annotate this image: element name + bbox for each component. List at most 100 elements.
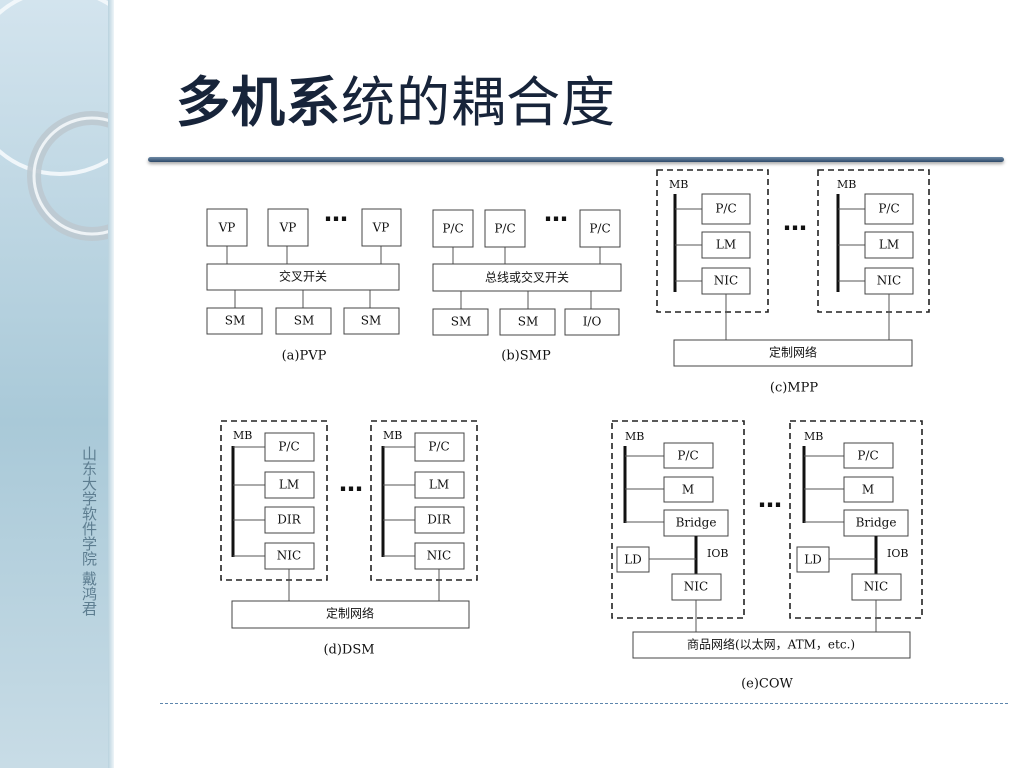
cow-nic-label-1: NIC [684, 580, 708, 594]
cow-bridge-box-2 [843, 509, 909, 537]
smp-io-box [564, 308, 620, 336]
dsm-pc-box-2 [414, 432, 465, 462]
dsm-dir-label-2: DIR [427, 513, 451, 527]
dsm-nic-box-1 [264, 542, 315, 570]
dsm-network-box [231, 600, 470, 629]
title-bold-part: 多机系 [176, 71, 341, 134]
mpp-lm-box-2 [864, 231, 914, 259]
dsm-diagram: MB P/C LM DIR NIC ⋯ MB P/C LM DIR NIC 定制… [220, 420, 478, 658]
pvp-sm-box-1 [206, 307, 263, 335]
cow-m-label-2: M [862, 483, 874, 497]
slide-title: 多机系统的耦合度 [176, 58, 616, 137]
mpp-ellipsis: ⋯ [783, 214, 807, 242]
pvp-vp-box-3 [361, 208, 402, 247]
smp-sm-label-2: SM [518, 315, 539, 329]
cow-nic-label-2: NIC [864, 580, 888, 594]
pvp-vp-box-2 [267, 208, 309, 247]
mpp-diagram: MB P/C LM NIC ⋯ MB P/C LM NIC 定制网络 (c)MP… [656, 169, 930, 396]
mpp-lm-box-1 [701, 231, 751, 259]
cow-m-box-1 [663, 476, 714, 503]
smp-pc-label-2: P/C [494, 222, 515, 236]
smp-io-label: I/O [583, 315, 602, 329]
smp-sm-label-1: SM [451, 315, 472, 329]
dsm-lm-box-1 [264, 471, 315, 499]
cow-mb-label-1: MB [625, 430, 644, 443]
mpp-node-frame-1 [656, 169, 769, 313]
dsm-ellipsis: ⋯ [339, 475, 363, 503]
dsm-nic-box-2 [414, 542, 465, 570]
sidebar-decoration: 山东大学软件学院 戴鸿君 [0, 0, 114, 768]
pvp-vp-label-3: VP [372, 221, 390, 235]
cow-ld-box-1 [616, 546, 650, 573]
smp-sm-box-2 [499, 308, 556, 336]
ring-ornament [0, 0, 114, 241]
dsm-dir-box-2 [414, 506, 465, 534]
cow-m-box-2 [843, 476, 894, 503]
smp-pc-box-3 [579, 209, 621, 248]
pvp-switch-box [206, 263, 400, 291]
cow-caption: (e)COW [741, 677, 793, 692]
mpp-pc-label-2: P/C [878, 202, 899, 216]
mpp-pc-box-1 [701, 193, 751, 225]
smp-ellipsis: ⋯ [544, 205, 568, 233]
dsm-dir-label-1: DIR [277, 513, 301, 527]
dsm-nic-label-2: NIC [427, 549, 451, 563]
dsm-node-frame-2 [370, 420, 478, 581]
smp-switch-box [432, 263, 622, 292]
mpp-lm-label-2: LM [879, 238, 899, 252]
pvp-vp-box-1 [206, 208, 248, 247]
dsm-nic-label-1: NIC [277, 549, 301, 563]
title-regular-part: 统的耦合度 [341, 71, 616, 134]
cow-bridge-label-1: Bridge [676, 516, 717, 530]
mpp-pc-box-2 [864, 193, 914, 225]
mpp-nic-label-2: NIC [877, 274, 901, 288]
smp-diagram: P/C P/C ⋯ P/C 总线或交叉开关 SM SM I/O (b)SMP [432, 205, 622, 364]
pvp-switch-label: 交叉开关 [279, 269, 327, 284]
mpp-nic-box-1 [701, 267, 751, 295]
smp-switch-label: 总线或交叉开关 [485, 270, 569, 285]
cow-ellipsis: ⋯ [758, 491, 782, 519]
cow-pc-box-1 [663, 442, 714, 469]
cow-network-label: 商品网络(以太网，ATM，etc.) [687, 637, 855, 652]
bottom-divider [160, 703, 1008, 704]
smp-pc-box-1 [432, 209, 474, 248]
cow-nic-box-1 [671, 573, 722, 601]
pvp-vp-label-1: VP [218, 221, 236, 235]
cow-ld-label-2: LD [804, 553, 822, 567]
dsm-lm-label-2: LM [429, 478, 449, 492]
cow-network-box [632, 631, 911, 659]
cow-nic-box-2 [851, 573, 902, 601]
smp-caption: (b)SMP [501, 349, 551, 364]
dsm-dir-box-1 [264, 506, 315, 534]
cow-bridge-label-2: Bridge [856, 516, 897, 530]
cow-pc-box-2 [843, 442, 894, 469]
pvp-ellipsis: ⋯ [324, 205, 348, 233]
cow-mb-label-2: MB [804, 430, 823, 443]
cow-node-frame-2 [789, 420, 923, 619]
cow-pc-label-2: P/C [857, 449, 878, 463]
dsm-network-label: 定制网络 [326, 606, 374, 621]
dsm-lm-box-2 [414, 471, 465, 499]
cow-node-frame-1 [611, 420, 745, 619]
pvp-sm-box-3 [343, 307, 400, 335]
cow-m-label-1: M [682, 483, 694, 497]
cow-diagram: MB P/C M Bridge IOB LD NIC ⋯ MB P/C M Br… [611, 420, 923, 692]
dsm-node-frame-1 [220, 420, 328, 581]
mpp-nic-box-2 [864, 267, 914, 295]
smp-pc-label-1: P/C [442, 222, 463, 236]
cow-iob-label-1: IOB [707, 547, 728, 560]
mpp-network-label: 定制网络 [769, 345, 817, 360]
pvp-sm-label-2: SM [294, 314, 315, 328]
mpp-lm-label-1: LM [716, 238, 736, 252]
smp-pc-label-3: P/C [589, 222, 610, 236]
pvp-sm-label-3: SM [361, 314, 382, 328]
cow-ld-box-2 [796, 546, 830, 573]
mpp-mb-label-1: MB [669, 178, 688, 191]
smp-sm-box-1 [432, 308, 489, 336]
dsm-caption: (d)DSM [323, 643, 374, 658]
dsm-pc-label-2: P/C [428, 440, 449, 454]
mpp-mb-label-2: MB [837, 178, 856, 191]
author-label: 山东大学软件学院 戴鸿君 [80, 446, 98, 616]
pvp-vp-label-2: VP [279, 221, 297, 235]
